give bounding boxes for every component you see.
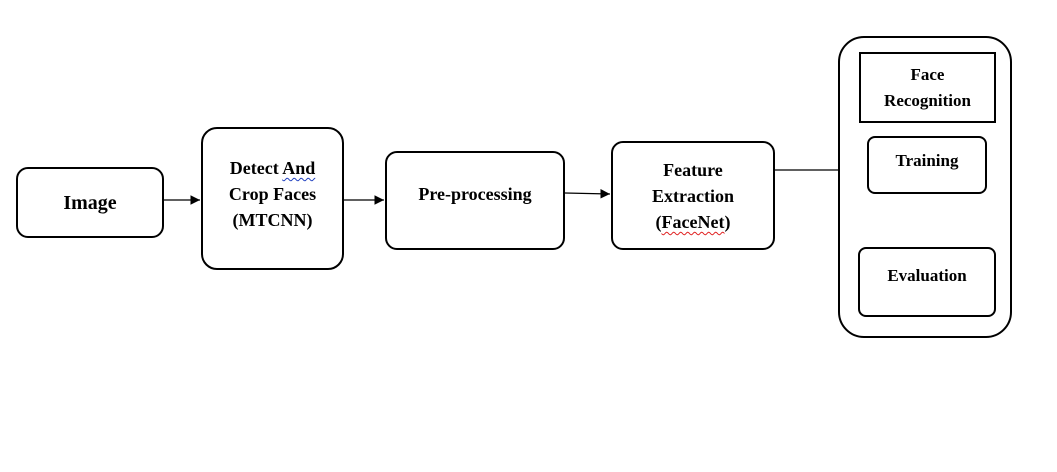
- node-detect-line-2: Crop Faces: [228, 184, 317, 204]
- node-preprocessing-label: Pre-processing: [418, 184, 532, 204]
- node-evaluation-label: Evaluation: [887, 266, 967, 285]
- node-feature-line-3: (FaceNet): [655, 212, 731, 232]
- node-face-recognition: Face Recognition: [859, 52, 996, 123]
- node-feature-line-2: Extraction: [652, 186, 734, 206]
- arrow-preprocessing-to-feature: [564, 188, 611, 199]
- node-image-label: Image: [63, 191, 117, 214]
- node-feature-extraction: Feature Extraction (FaceNet): [611, 141, 775, 250]
- node-face-line-1: Face: [910, 65, 945, 84]
- node-feature-line-1: Feature: [663, 160, 723, 180]
- node-training: Training: [867, 136, 987, 194]
- node-training-label: Training: [895, 151, 959, 170]
- node-detect-line-3: (MTCNN): [232, 210, 313, 230]
- node-evaluation: Evaluation: [858, 247, 996, 317]
- node-image: Image: [16, 167, 164, 238]
- node-detect-crop-faces: Detect And Crop Faces (MTCNN): [201, 127, 344, 270]
- node-feature-underlined-word: FaceNet: [661, 212, 725, 232]
- node-detect-underlined-word: And: [282, 158, 316, 178]
- node-detect-line-1: Detect And: [229, 158, 316, 178]
- node-preprocessing: Pre-processing: [385, 151, 565, 250]
- node-face-line-2: Recognition: [884, 91, 971, 110]
